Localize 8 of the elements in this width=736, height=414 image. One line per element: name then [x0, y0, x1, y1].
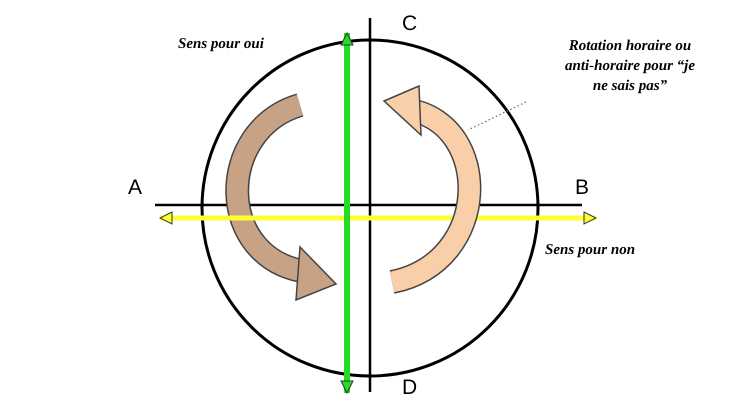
direction-label: Sens pour oui: [178, 36, 264, 53]
axis-letter: A: [128, 176, 142, 200]
direction-label: Sens pour non: [545, 242, 636, 259]
axis-letter: D: [402, 376, 418, 400]
leader-line: [468, 101, 526, 131]
annotation-text: Rotation horaire ou anti-horaire pour “je ne sais pas”: [564, 37, 696, 96]
axis-letter: B: [575, 176, 590, 200]
axis-letter: C: [402, 12, 418, 36]
